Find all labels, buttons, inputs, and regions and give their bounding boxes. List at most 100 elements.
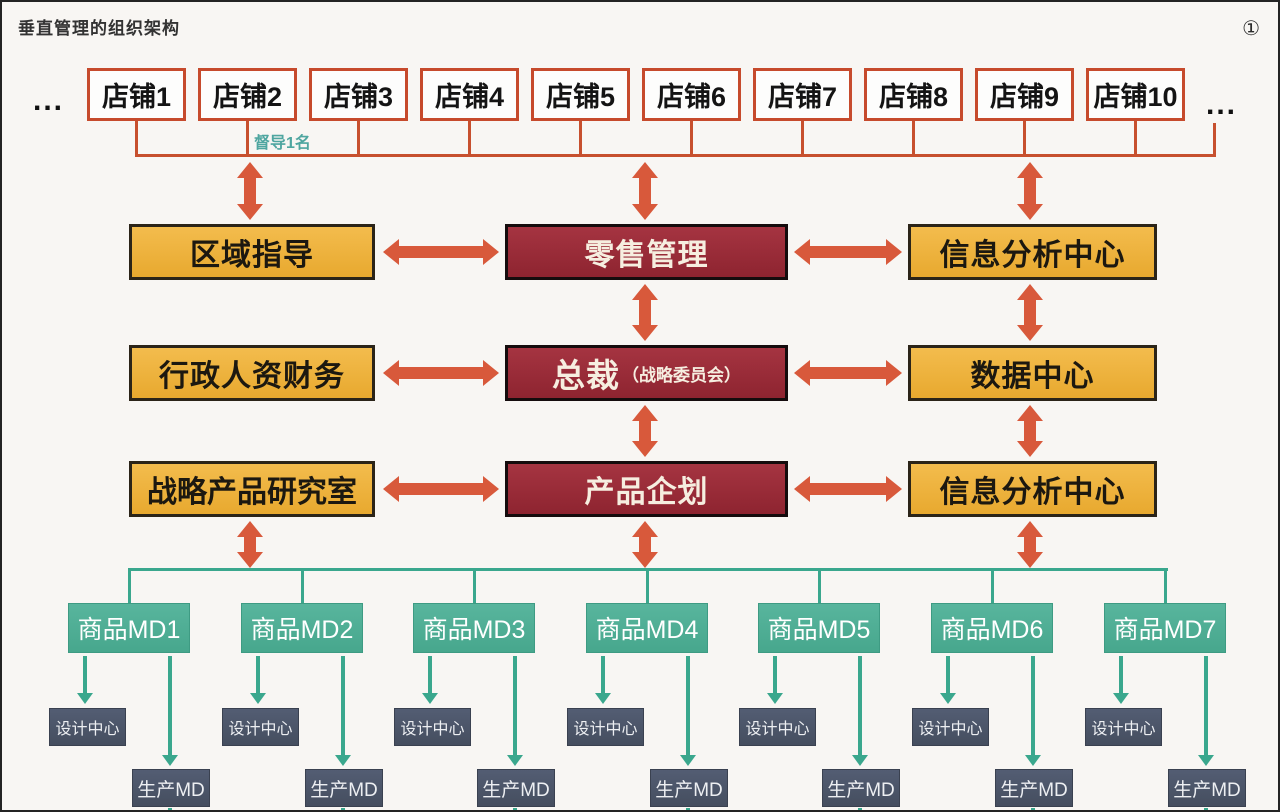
box-president: 总裁 （战略委员会）: [505, 345, 788, 401]
production-stub-line: [168, 808, 172, 810]
supervisor-count-label: 督导1名: [254, 135, 311, 152]
down-arrow-icon: [595, 656, 611, 704]
double-arrow-vertical-icon: [632, 405, 658, 457]
corner-badge-icon: ①: [1242, 18, 1260, 40]
down-arrow-icon: [767, 656, 783, 704]
production-md-box: 生产MD: [477, 769, 555, 807]
md-drop-line: [818, 568, 821, 603]
down-arrow-icon: [940, 656, 956, 704]
box-retail-management: 零售管理: [505, 224, 788, 280]
md-drop-line: [1164, 568, 1167, 603]
design-center-box: 设计中心: [49, 708, 126, 746]
down-arrow-icon: [250, 656, 266, 704]
md-box: 商品MD3: [413, 603, 535, 653]
production-md-box: 生产MD: [305, 769, 383, 807]
box-info-analysis-center-top: 信息分析中心: [908, 224, 1157, 280]
md-drop-line: [301, 568, 304, 603]
box-admin-hr-finance: 行政人资财务: [129, 345, 375, 401]
production-md-box: 生产MD: [822, 769, 900, 807]
design-center-box: 设计中心: [1085, 708, 1162, 746]
md-box: 商品MD2: [241, 603, 363, 653]
shop-box: 店铺4: [420, 68, 519, 121]
production-md-box: 生产MD: [995, 769, 1073, 807]
down-arrow-icon: [335, 656, 351, 766]
shop-box: 店铺10: [1086, 68, 1185, 121]
shop-box: 店铺6: [642, 68, 741, 121]
shops-bus-line: [135, 154, 1216, 157]
design-center-box: 设计中心: [394, 708, 471, 746]
box-regional-guidance: 区域指导: [129, 224, 375, 280]
production-stub-line: [1031, 808, 1035, 810]
ellipsis-right: ...: [1206, 88, 1238, 121]
double-arrow-vertical-icon: [632, 284, 658, 341]
md-box: 商品MD6: [931, 603, 1053, 653]
design-center-box: 设计中心: [739, 708, 816, 746]
production-stub-line: [1204, 808, 1208, 810]
box-strategy-product-lab: 战略产品研究室: [129, 461, 375, 517]
page-title: 垂直管理的组织架构: [18, 19, 180, 38]
down-arrow-icon: [1113, 656, 1129, 704]
down-arrow-icon: [422, 656, 438, 704]
double-arrow-vertical-icon: [1017, 284, 1043, 341]
ellipsis-left: ...: [33, 84, 65, 117]
double-arrow-vertical-icon: [1017, 405, 1043, 457]
shop-stem-line: [1023, 121, 1026, 155]
md-drop-line: [128, 568, 131, 603]
double-arrow-vertical-icon: [632, 162, 658, 220]
box-info-analysis-center-bottom: 信息分析中心: [908, 461, 1157, 517]
double-arrow-horizontal-icon: [383, 239, 499, 265]
double-arrow-vertical-icon: [237, 162, 263, 220]
design-center-box: 设计中心: [567, 708, 644, 746]
md-box: 商品MD7: [1104, 603, 1226, 653]
down-arrow-icon: [852, 656, 868, 766]
shop-box: 店铺5: [531, 68, 630, 121]
md-drop-line: [473, 568, 476, 603]
shop-stem-line: [801, 121, 804, 155]
down-arrow-icon: [162, 656, 178, 766]
double-arrow-vertical-icon: [237, 521, 263, 568]
down-arrow-icon: [1198, 656, 1214, 766]
shop-stem-line: [357, 121, 360, 155]
md-box: 商品MD4: [586, 603, 708, 653]
design-center-box: 设计中心: [222, 708, 299, 746]
box-product-planning: 产品企划: [505, 461, 788, 517]
double-arrow-vertical-icon: [1017, 162, 1043, 220]
down-arrow-icon: [77, 656, 93, 704]
double-arrow-vertical-icon: [1017, 521, 1043, 568]
strategy-committee-label: （战略委员会）: [622, 365, 741, 385]
double-arrow-horizontal-icon: [794, 476, 902, 502]
shop-stem-line: [246, 121, 249, 155]
production-stub-line: [686, 808, 690, 810]
shop-stem-line: [468, 121, 471, 155]
md-box: 商品MD1: [68, 603, 190, 653]
production-stub-line: [858, 808, 862, 810]
down-arrow-icon: [507, 656, 523, 766]
md-drop-line: [646, 568, 649, 603]
shop-stem-line: [690, 121, 693, 155]
shop-stem-line: [135, 121, 138, 155]
double-arrow-horizontal-icon: [794, 239, 902, 265]
shop-box: 店铺3: [309, 68, 408, 121]
double-arrow-horizontal-icon: [794, 360, 902, 386]
shop-box: 店铺7: [753, 68, 852, 121]
down-arrow-icon: [680, 656, 696, 766]
shop-stem-line: [579, 121, 582, 155]
md-drop-line: [991, 568, 994, 603]
production-stub-line: [341, 808, 345, 810]
shop-box: 店铺9: [975, 68, 1074, 121]
shop-box: 店铺1: [87, 68, 186, 121]
shop-box: 店铺2: [198, 68, 297, 121]
shop-box: 店铺8: [864, 68, 963, 121]
shops-bus-right-stub-line: [1213, 123, 1216, 155]
production-md-box: 生产MD: [1168, 769, 1246, 807]
production-md-box: 生产MD: [650, 769, 728, 807]
double-arrow-horizontal-icon: [383, 476, 499, 502]
shop-stem-line: [1134, 121, 1137, 155]
double-arrow-horizontal-icon: [383, 360, 499, 386]
box-data-center: 数据中心: [908, 345, 1157, 401]
md-box: 商品MD5: [758, 603, 880, 653]
down-arrow-icon: [1025, 656, 1041, 766]
production-md-box: 生产MD: [132, 769, 210, 807]
production-stub-line: [513, 808, 517, 810]
